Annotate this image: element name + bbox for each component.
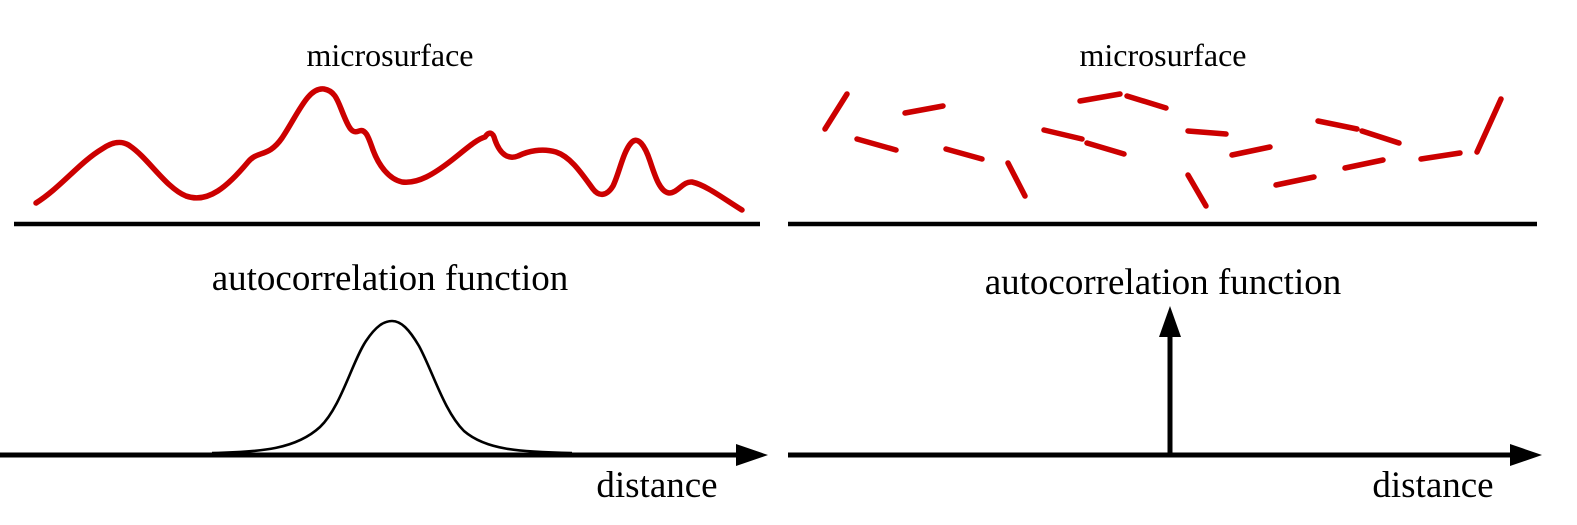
microsurface-dash bbox=[854, 136, 899, 153]
acf-label-left: autocorrelation function bbox=[212, 258, 569, 299]
microsurface-dash bbox=[902, 103, 946, 116]
microsurface-dash bbox=[1418, 150, 1463, 162]
microsurface-dash bbox=[1273, 174, 1317, 188]
microsurface-dash bbox=[822, 91, 850, 132]
left-panel: microsurface autocorrelation function di… bbox=[0, 37, 768, 506]
acf-label-right: autocorrelation function bbox=[985, 262, 1342, 303]
microsurface-dash bbox=[1229, 144, 1273, 158]
microsurface-dash bbox=[1315, 118, 1360, 132]
microsurface-dash bbox=[1084, 140, 1127, 157]
microsurface-dashes bbox=[822, 91, 1504, 209]
microsurface-dash bbox=[1005, 160, 1028, 199]
microsurface-dash bbox=[1359, 128, 1402, 146]
delta-arrowhead bbox=[1159, 306, 1181, 337]
axis-arrowhead-left bbox=[736, 444, 768, 466]
microsurface-dash bbox=[1185, 128, 1229, 137]
distance-label-left: distance bbox=[596, 465, 717, 506]
microsurface-dash bbox=[1342, 157, 1386, 171]
gaussian-acf-curve bbox=[211, 319, 573, 455]
microsurface-dash bbox=[943, 146, 985, 162]
microsurface-dash bbox=[1474, 96, 1504, 155]
right-panel: microsurface autocorrelation function di… bbox=[788, 37, 1542, 506]
microsurface-dash bbox=[1077, 91, 1123, 104]
microsurface-curve bbox=[33, 86, 745, 213]
microsurface-dash bbox=[1124, 93, 1169, 111]
distance-label-right: distance bbox=[1372, 465, 1493, 506]
microsurface-label-left: microsurface bbox=[306, 37, 473, 73]
microsurface-label-right: microsurface bbox=[1079, 37, 1246, 73]
axis-arrowhead-right bbox=[1510, 444, 1542, 466]
microsurface-dash bbox=[1185, 172, 1209, 209]
microsurface-dash bbox=[1041, 127, 1085, 142]
